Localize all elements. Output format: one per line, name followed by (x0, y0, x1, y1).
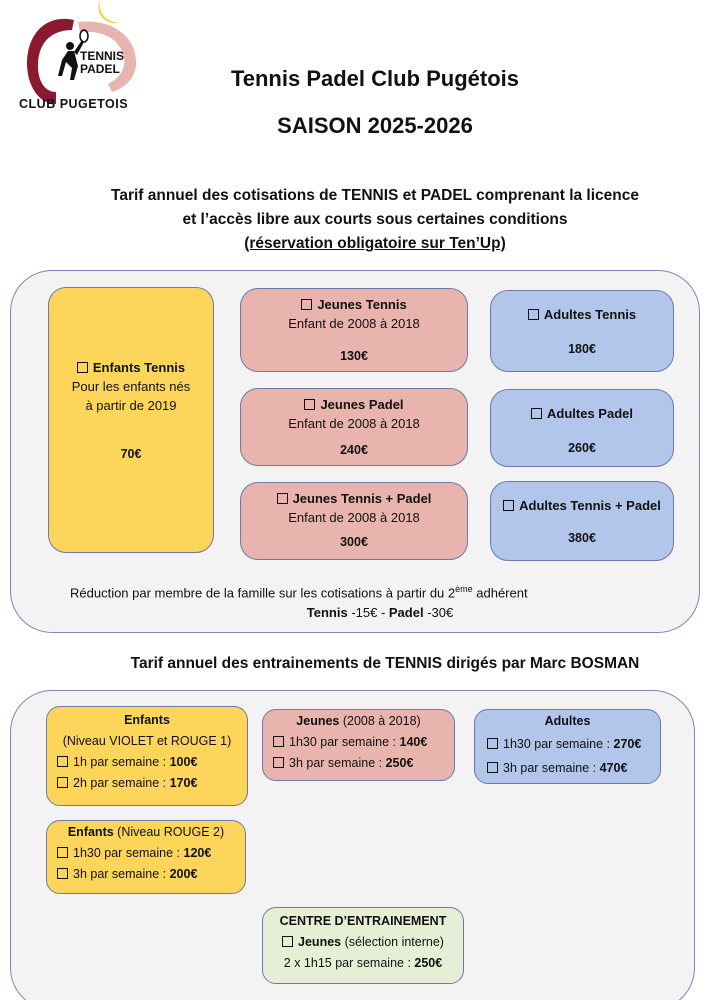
adultes-tennis-padel-price: 380€ (568, 531, 596, 545)
tennis-player-icon (58, 29, 89, 80)
centre-head: CENTRE D’ENTRAINEMENT (279, 914, 447, 928)
cotisations-title-line2: et l’accès libre aux courts sous certain… (182, 211, 568, 228)
jeunes-line1: 1h30 par semaine : (289, 735, 400, 749)
adultes-tennis-padel-card: Adultes Tennis + Padel 380€ (490, 481, 674, 561)
checkbox-icon[interactable] (57, 847, 68, 858)
jeunes-tennis-padel-desc: Enfant de 2008 à 2018 (288, 510, 420, 525)
jeunes-head-sub: (2008 à 2018) (339, 714, 421, 728)
jeunes-padel-card: Jeunes Padel Enfant de 2008 à 2018 240€ (240, 388, 468, 466)
checkbox-icon[interactable] (273, 736, 284, 747)
enfants1-price2: 170€ (169, 776, 198, 790)
enfants-tennis-card: Enfants Tennis Pour les enfants nés à pa… (48, 287, 214, 553)
centre-label: Jeunes (298, 935, 342, 949)
adultes-head: Adultes (544, 714, 591, 728)
checkbox-icon[interactable] (57, 777, 68, 788)
enfants2-head: Enfants (67, 825, 114, 839)
logo-text-padel: PADEL (80, 62, 120, 76)
logo-text-tennis: TENNIS (80, 49, 124, 63)
jeunes-padel-price: 240€ (340, 443, 368, 457)
reduction-sup: ème (455, 584, 473, 594)
enfants1-line2: 2h par semaine : (73, 776, 170, 790)
jeunes-tennis-padel-price: 300€ (340, 535, 368, 549)
checkbox-icon[interactable] (503, 500, 515, 511)
adultes-price2: 470€ (599, 761, 628, 775)
jeunes-price2: 250€ (385, 756, 414, 770)
moon-icon (98, 0, 120, 24)
jeunes-padel-label: Jeunes Padel (320, 397, 404, 412)
reduction-amounts: Tennis -15€ - Padel -30€ (0, 605, 710, 620)
adultes-tennis-label: Adultes Tennis (543, 307, 637, 322)
checkbox-icon[interactable] (487, 762, 498, 773)
cotisations-title-line1: Tarif annuel des cotisations de TENNIS e… (111, 187, 639, 204)
adultes-line1: 1h30 par semaine : (503, 737, 614, 751)
enfants1-price1: 100€ (169, 755, 198, 769)
adultes-tennis-padel-label: Adultes Tennis + Padel (519, 498, 661, 513)
logo-arc (27, 18, 74, 105)
enfants2-line2: 3h par semaine : (73, 867, 170, 881)
checkbox-icon[interactable] (76, 362, 88, 373)
centre-line1: 2 x 1h15 par semaine : (283, 956, 415, 970)
enfants-tennis-label: Enfants Tennis (92, 360, 186, 375)
checkbox-icon[interactable] (531, 408, 543, 419)
reduction-main: Réduction par membre de la famille sur l… (70, 585, 456, 601)
jeunes-tennis-label: Jeunes Tennis (317, 297, 407, 312)
club-logo: TENNIS PADEL CLUB PUGETOIS (16, 0, 146, 118)
enfants1-line1: 1h par semaine : (73, 755, 170, 769)
adultes-padel-price: 260€ (568, 441, 596, 455)
jeunes-padel-desc: Enfant de 2008 à 2018 (288, 416, 420, 431)
checkbox-icon[interactable] (276, 493, 288, 504)
enfants-tennis-price: 70€ (120, 447, 142, 461)
adultes-line2: 3h par semaine : (503, 761, 600, 775)
checkbox-icon[interactable] (57, 756, 68, 767)
enfants2-line1: 1h30 par semaine : (73, 846, 184, 860)
enfants2-head-sub: (Niveau ROUGE 2) (113, 825, 225, 839)
enfants1-head: Enfants (124, 713, 170, 727)
jeunes-tennis-card: Jeunes Tennis Enfant de 2008 à 2018 130€ (240, 288, 468, 372)
entrainement-enfants1-card: Enfants (Niveau VIOLET et ROUGE 1) 1h pa… (46, 706, 248, 806)
jeunes-line2: 3h par semaine : (289, 756, 386, 770)
centre-label-sub: (sélection interne) (341, 935, 444, 949)
entrainement-enfants2-card: Enfants (Niveau ROUGE 2) 1h30 par semain… (46, 820, 246, 894)
adultes-tennis-card: Adultes Tennis 180€ (490, 290, 674, 372)
cotisations-title-line3: (réservation obligatoire sur Ten’Up) (244, 235, 506, 252)
enfants-tennis-desc2: à partir de 2019 (85, 398, 177, 413)
jeunes-head: Jeunes (296, 714, 340, 728)
enfants-tennis-desc1: Pour les enfants nés (71, 379, 191, 394)
entrainements-title: Tarif annuel des entrainements de TENNIS… (130, 655, 640, 672)
reduction-tail: adhérent (472, 585, 528, 601)
jeunes-price1: 140€ (399, 735, 428, 749)
adultes-padel-label: Adultes Padel (547, 406, 633, 421)
enfants1-sub: (Niveau VIOLET et ROUGE 1) (62, 734, 232, 748)
adultes-tennis-price: 180€ (568, 342, 596, 356)
reduction-padel-label: Padel (388, 605, 424, 620)
club-title: Tennis Padel Club Pugétois (230, 66, 520, 91)
enfants2-price1: 120€ (183, 846, 212, 860)
season-title: SAISON 2025-2026 (277, 113, 473, 138)
checkbox-icon[interactable] (282, 936, 294, 947)
checkbox-icon[interactable] (57, 868, 68, 879)
reduction-padel-value: -30€ (423, 605, 454, 620)
checkbox-icon[interactable] (273, 757, 284, 768)
entrainement-jeunes-card: Jeunes (2008 à 2018) 1h30 par semaine : … (262, 709, 455, 781)
jeunes-tennis-padel-label: Jeunes Tennis + Padel (292, 491, 432, 506)
adultes-padel-card: Adultes Padel 260€ (490, 389, 674, 467)
reduction-tennis-value: -15€ - (347, 605, 389, 620)
jeunes-tennis-price: 130€ (340, 349, 368, 363)
checkbox-icon[interactable] (304, 399, 316, 410)
entrainement-adultes-card: Adultes 1h30 par semaine : 270€ 3h par s… (474, 709, 661, 784)
enfants2-price2: 200€ (169, 867, 198, 881)
reduction-tennis-label: Tennis (306, 605, 348, 620)
checkbox-icon[interactable] (301, 299, 313, 310)
centre-price1: 250€ (414, 956, 443, 970)
jeunes-tennis-desc: Enfant de 2008 à 2018 (288, 316, 420, 331)
centre-entrainement-card: CENTRE D’ENTRAINEMENT Jeunes (sélection … (262, 907, 464, 984)
adultes-price1: 270€ (613, 737, 642, 751)
logo-text-club: CLUB PUGETOIS (19, 97, 128, 111)
checkbox-icon[interactable] (487, 738, 498, 749)
jeunes-tennis-padel-card: Jeunes Tennis + Padel Enfant de 2008 à 2… (240, 482, 468, 560)
checkbox-icon[interactable] (527, 309, 539, 320)
reduction-text: Réduction par membre de la famille sur l… (70, 584, 630, 600)
